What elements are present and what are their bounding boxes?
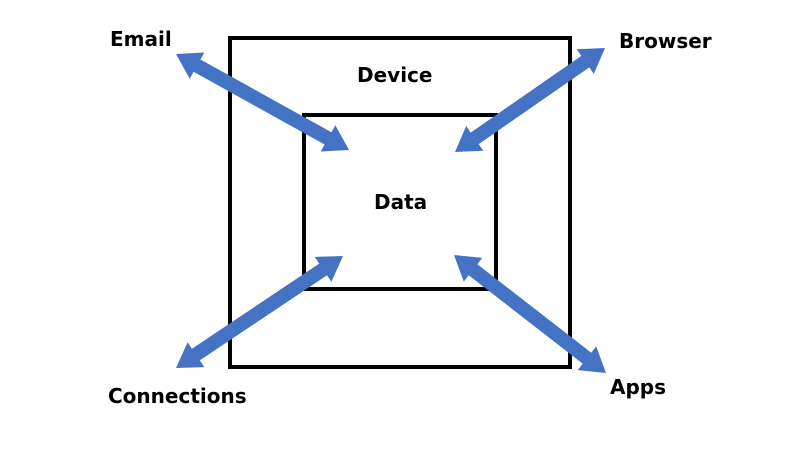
browser-label: Browser xyxy=(619,29,712,53)
arrow-email-data xyxy=(176,52,349,152)
data-box xyxy=(302,113,498,291)
data-label: Data xyxy=(374,190,428,214)
device-label: Device xyxy=(357,63,433,87)
arrow-browser-data xyxy=(455,48,605,152)
connections-label: Connections xyxy=(108,384,247,408)
arrow-connections-data xyxy=(176,256,343,368)
email-label: Email xyxy=(110,27,172,51)
device-box xyxy=(228,36,572,369)
apps-label: Apps xyxy=(610,375,667,399)
arrow-apps-data xyxy=(454,255,606,373)
